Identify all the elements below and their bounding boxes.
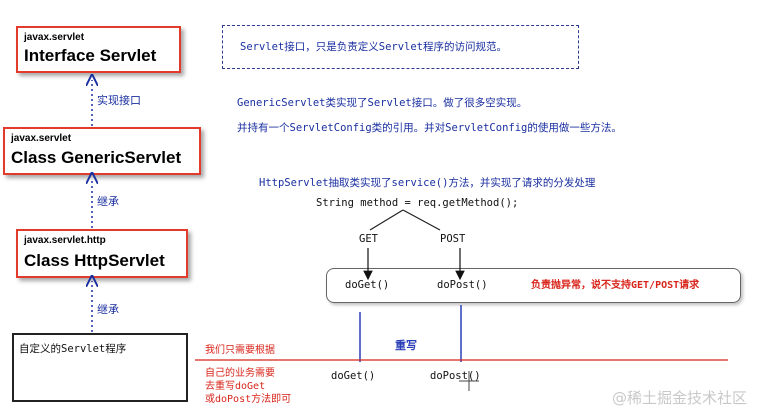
servlet-class-name: Interface Servlet: [24, 46, 157, 65]
only-need-label: 我们只需要根据: [205, 345, 275, 356]
servlet-package: javax.servlet: [24, 32, 85, 43]
generic-servlet-box: javax.servlet Class GenericServlet: [3, 127, 201, 175]
generic-note-1: GenericServlet类实现了Servlet接口。做了很多空实现。: [237, 97, 528, 109]
extends-label-2: 继承: [97, 303, 119, 316]
servlet-note-box: [222, 25, 579, 69]
code-line: String method = req.getMethod();: [316, 197, 519, 209]
generic-class-name: Class GenericServlet: [11, 148, 182, 167]
post-label: POST: [440, 233, 466, 245]
doget-bottom: doGet(): [331, 370, 376, 382]
cursor-icon: [459, 371, 479, 391]
dispatch-box: [326, 268, 741, 303]
custom-servlet-box: 自定义的Servlet程序: [12, 333, 188, 402]
dopost-label: doPost(): [437, 279, 488, 291]
override-label: 重写: [395, 339, 417, 352]
generic-package: javax.servlet: [11, 133, 72, 144]
watermark: @稀土掘金技术社区: [611, 389, 747, 407]
own-business-2: 去重写doGet: [205, 381, 266, 392]
post-branch: [402, 209, 441, 231]
http-note: HttpServlet抽取类实现了service()方法，并实现了请求的分发处理: [259, 177, 596, 189]
exception-note: 负责抛异常，说不支持GET/POST请求: [531, 280, 700, 291]
get-branch: [369, 209, 404, 231]
servlet-note: Servlet接口，只是负责定义Servlet程序的访问规范。: [240, 41, 508, 53]
http-package: javax.servlet.http: [24, 235, 106, 246]
get-label: GET: [359, 233, 378, 245]
http-class-name: Class HttpServlet: [24, 251, 165, 270]
doget-label: doGet(): [345, 279, 390, 291]
own-business-3: 或doPost方法即可: [205, 394, 292, 405]
dopost-bottom: doPost(): [430, 370, 481, 382]
generic-note-2: 并持有一个ServletConfig类的引用。并对ServletConfig的使…: [237, 122, 622, 134]
http-servlet-box: javax.servlet.http Class HttpServlet: [16, 229, 188, 278]
extends-label-1: 继承: [97, 195, 119, 208]
interface-servlet-box: javax.servlet Interface Servlet: [16, 26, 181, 73]
own-business-1: 自己的业务需要: [205, 368, 275, 379]
custom-servlet-label: 自定义的Servlet程序: [19, 343, 127, 355]
implements-label: 实现接口: [97, 94, 141, 107]
